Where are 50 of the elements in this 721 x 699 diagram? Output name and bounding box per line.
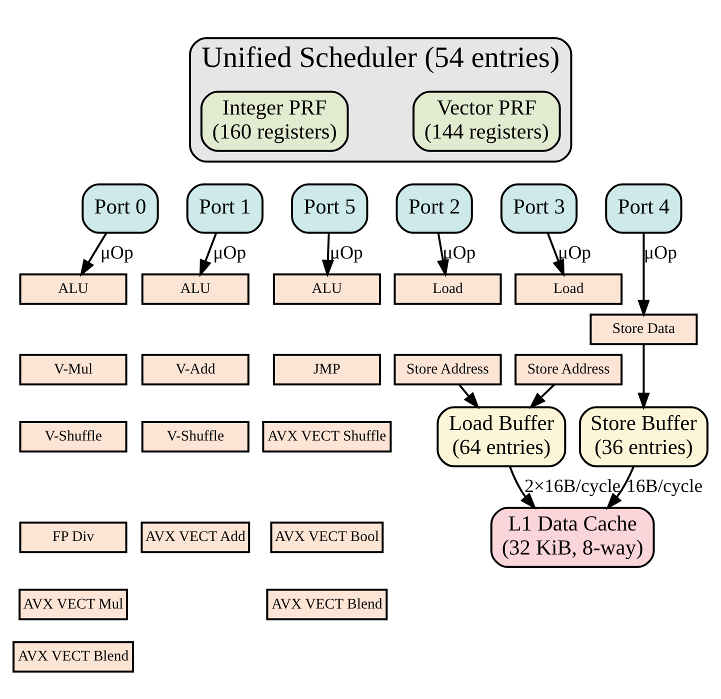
node-box: Store Address [514, 354, 623, 386]
node-box: ALU [19, 273, 128, 305]
edge-label: μOp [558, 242, 592, 264]
edge-label: μOp [442, 242, 476, 264]
arrow [638, 344, 650, 410]
arrow [199, 232, 218, 278]
arrow [606, 466, 635, 510]
arrow [436, 232, 449, 278]
node-box: L1 Data Cache (32 KiB, 8-way) [490, 506, 655, 568]
node-box: V-Shuffle [19, 420, 128, 453]
node-box: AVX VECT Blend [266, 588, 388, 620]
node-box: Load [394, 273, 502, 305]
node-box: V-Add [141, 354, 250, 386]
node-box: AVX VECT Blend [12, 641, 134, 673]
node-box: Integer PRF (160 registers) [200, 90, 349, 152]
node-box: AVX VECT Add [140, 522, 250, 554]
edge-label: μOp [644, 242, 677, 264]
edge-label: μOp [100, 242, 134, 264]
node-box: AVX VECT Shuffle [262, 420, 392, 453]
arrow [528, 384, 556, 410]
node-box: AVX VECT Bool [270, 522, 384, 554]
node-box: ALU [272, 273, 381, 305]
arrow [546, 232, 564, 278]
node-box: Load [514, 273, 623, 305]
arrow [458, 384, 480, 410]
node-box: JMP [272, 354, 381, 386]
arrow [508, 466, 536, 510]
node-box: V-Shuffle [141, 420, 250, 453]
edge-label: μOp [213, 242, 246, 264]
node-box: Store Address [394, 354, 502, 386]
edge-label: 16B/cycle [626, 476, 703, 498]
node-box: Store Data [590, 314, 698, 346]
node-box: Port 2 [396, 183, 473, 234]
arrow [322, 232, 334, 278]
node-box: Port 0 [82, 183, 159, 234]
arrow [80, 232, 108, 277]
node-box: Port 5 [291, 183, 368, 234]
node-box: Store Buffer (36 entries) [578, 406, 708, 468]
node-box: V-Mul [19, 354, 128, 386]
node-box: Vector PRF (144 registers) [412, 90, 561, 152]
node-box: AVX VECT Mul [18, 588, 128, 620]
node-box: Port 4 [605, 183, 682, 234]
node-box: Load Buffer (64 entries) [436, 406, 566, 468]
node-box: Port 3 [500, 183, 578, 234]
edge-label: 2×16B/cycle [524, 476, 621, 498]
edge-label: μOp [330, 242, 363, 264]
node-box: Port 1 [186, 183, 264, 234]
arrow [638, 233, 650, 318]
node-box: FP Div [19, 522, 128, 554]
node-box: ALU [141, 273, 250, 305]
